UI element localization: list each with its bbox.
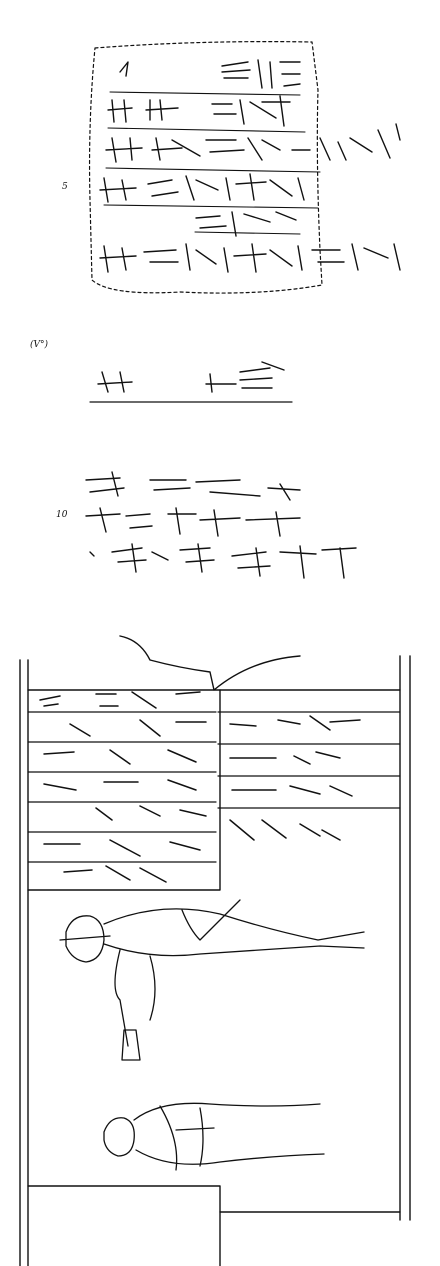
stele-inscription-grid bbox=[27, 711, 401, 863]
reverse-marker: (V°) bbox=[30, 340, 49, 350]
cuneiform-line-11 bbox=[89, 543, 357, 579]
line-number-5: 5 bbox=[62, 182, 68, 192]
cuneiform-line-6 bbox=[99, 243, 401, 273]
cuneiform-line-1 bbox=[119, 59, 301, 89]
cuneiform-line-5 bbox=[195, 211, 297, 237]
cuneiform-line-9 bbox=[85, 471, 301, 501]
stele-frame bbox=[19, 635, 411, 1266]
cuneiform-line-2 bbox=[107, 95, 291, 127]
reverse-line bbox=[89, 361, 293, 403]
cuneiform-line-3 bbox=[105, 123, 401, 163]
fragment-dashed-outline bbox=[88, 41, 323, 294]
cuneiform-line-10 bbox=[85, 507, 301, 537]
cuneiform-line-4 bbox=[99, 173, 305, 203]
ruling-lines bbox=[103, 91, 321, 235]
stele-signs bbox=[39, 691, 361, 883]
figure-standing-upper bbox=[59, 899, 365, 1061]
figure-seated-lower bbox=[103, 1102, 325, 1171]
line-number-10: 10 bbox=[56, 510, 68, 520]
